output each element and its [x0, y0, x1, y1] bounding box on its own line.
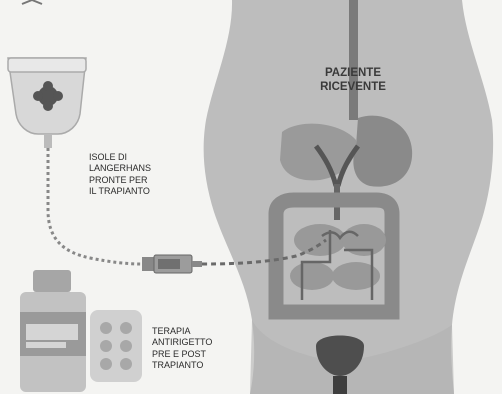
patient-label-line: RICEVENTE	[318, 80, 388, 94]
syringe	[142, 255, 202, 273]
iv-bag	[8, 0, 86, 148]
islets-label-line: ISOLE DI	[89, 152, 169, 163]
therapy-label: TERAPIA ANTIRIGETTO PRE E POST TRAPIANTO	[152, 326, 232, 371]
islets-label: ISOLE DI LANGERHANS PRONTE PER IL TRAPIA…	[89, 152, 169, 197]
islets-label-line: PRONTE PER	[89, 175, 169, 186]
islets-label-line: IL TRAPIANTO	[89, 186, 169, 197]
islets-label-line: LANGERHANS	[89, 163, 169, 174]
therapy-label-line: TERAPIA	[152, 326, 232, 337]
pill-blister	[90, 310, 142, 382]
therapy-label-line: TRAPIANTO	[152, 360, 232, 371]
medicine-bottle	[20, 270, 86, 392]
esophagus	[349, 0, 358, 120]
patient-label: PAZIENTE RICEVENTE	[318, 66, 388, 95]
therapy-label-line: ANTIRIGETTO	[152, 337, 232, 348]
patient-label-line: PAZIENTE	[318, 66, 388, 80]
therapy-label-line: PRE E POST	[152, 349, 232, 360]
